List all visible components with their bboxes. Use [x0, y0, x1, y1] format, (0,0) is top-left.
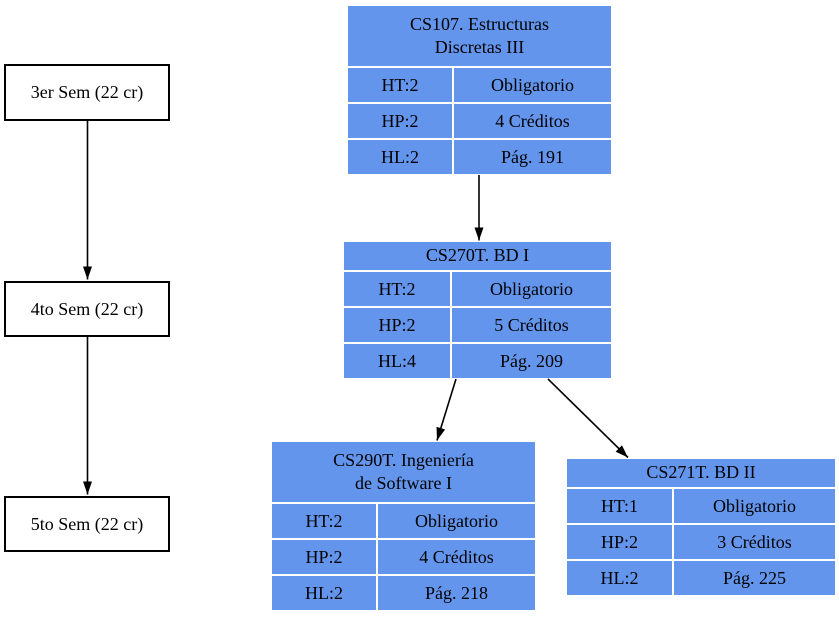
type-cell: Obligatorio — [378, 504, 535, 538]
edge-cs270t-cs271t — [547, 378, 629, 459]
hl-cell: HL:4 — [344, 344, 450, 378]
credits-cell: 4 Créditos — [454, 104, 611, 138]
credits-cell: 3 Créditos — [674, 525, 835, 559]
semester-label: 4to Sem (22 cr) — [30, 298, 144, 319]
ht-cell: HT:2 — [272, 504, 376, 538]
hl-cell: HL:2 — [272, 576, 376, 610]
hp-cell: HP:2 — [272, 540, 376, 574]
semester-label: 5to Sem (22 cr) — [30, 513, 144, 534]
course-card-cs290t: CS290T. Ingeniería de Software I HT:2 Ob… — [272, 442, 535, 610]
page-cell: Pág. 191 — [454, 140, 611, 174]
credits-cell: 4 Créditos — [378, 540, 535, 574]
edge-cs270t-cs290t — [436, 378, 457, 441]
ht-cell: HT:2 — [344, 272, 450, 306]
node-semester-4: 4to Sem (22 cr) — [4, 281, 170, 337]
hl-cell: HL:2 — [348, 140, 452, 174]
hl-cell: HL:2 — [567, 561, 672, 595]
page-cell: Pág. 218 — [378, 576, 535, 610]
course-title: CS290T. Ingeniería de Software I — [272, 442, 535, 502]
course-card-cs270t: CS270T. BD I HT:2 Obligatorio HP:2 5 Cré… — [344, 242, 611, 378]
ht-cell: HT:1 — [567, 489, 672, 523]
type-cell: Obligatorio — [674, 489, 835, 523]
node-semester-5: 5to Sem (22 cr) — [4, 496, 170, 552]
type-cell: Obligatorio — [454, 68, 611, 102]
semester-label: 3er Sem (22 cr) — [30, 82, 144, 102]
type-cell: Obligatorio — [452, 272, 611, 306]
hp-cell: HP:2 — [348, 104, 452, 138]
course-card-cs271t: CS271T. BD II HT:1 Obligatorio HP:2 3 Cr… — [567, 459, 835, 595]
ht-cell: HT:2 — [348, 68, 452, 102]
course-title: CS107. Estructuras Discretas III — [348, 6, 611, 66]
credits-cell: 5 Créditos — [452, 308, 611, 342]
hp-cell: HP:2 — [567, 525, 672, 559]
course-title: CS271T. BD II — [567, 459, 835, 487]
course-title: CS270T. BD I — [344, 242, 611, 270]
node-semester-3: 3er Sem (22 cr) — [4, 64, 170, 121]
page-cell: Pág. 225 — [674, 561, 835, 595]
page-cell: Pág. 209 — [452, 344, 611, 378]
hp-cell: HP:2 — [344, 308, 450, 342]
course-card-cs107: CS107. Estructuras Discretas III HT:2 Ob… — [348, 6, 611, 174]
